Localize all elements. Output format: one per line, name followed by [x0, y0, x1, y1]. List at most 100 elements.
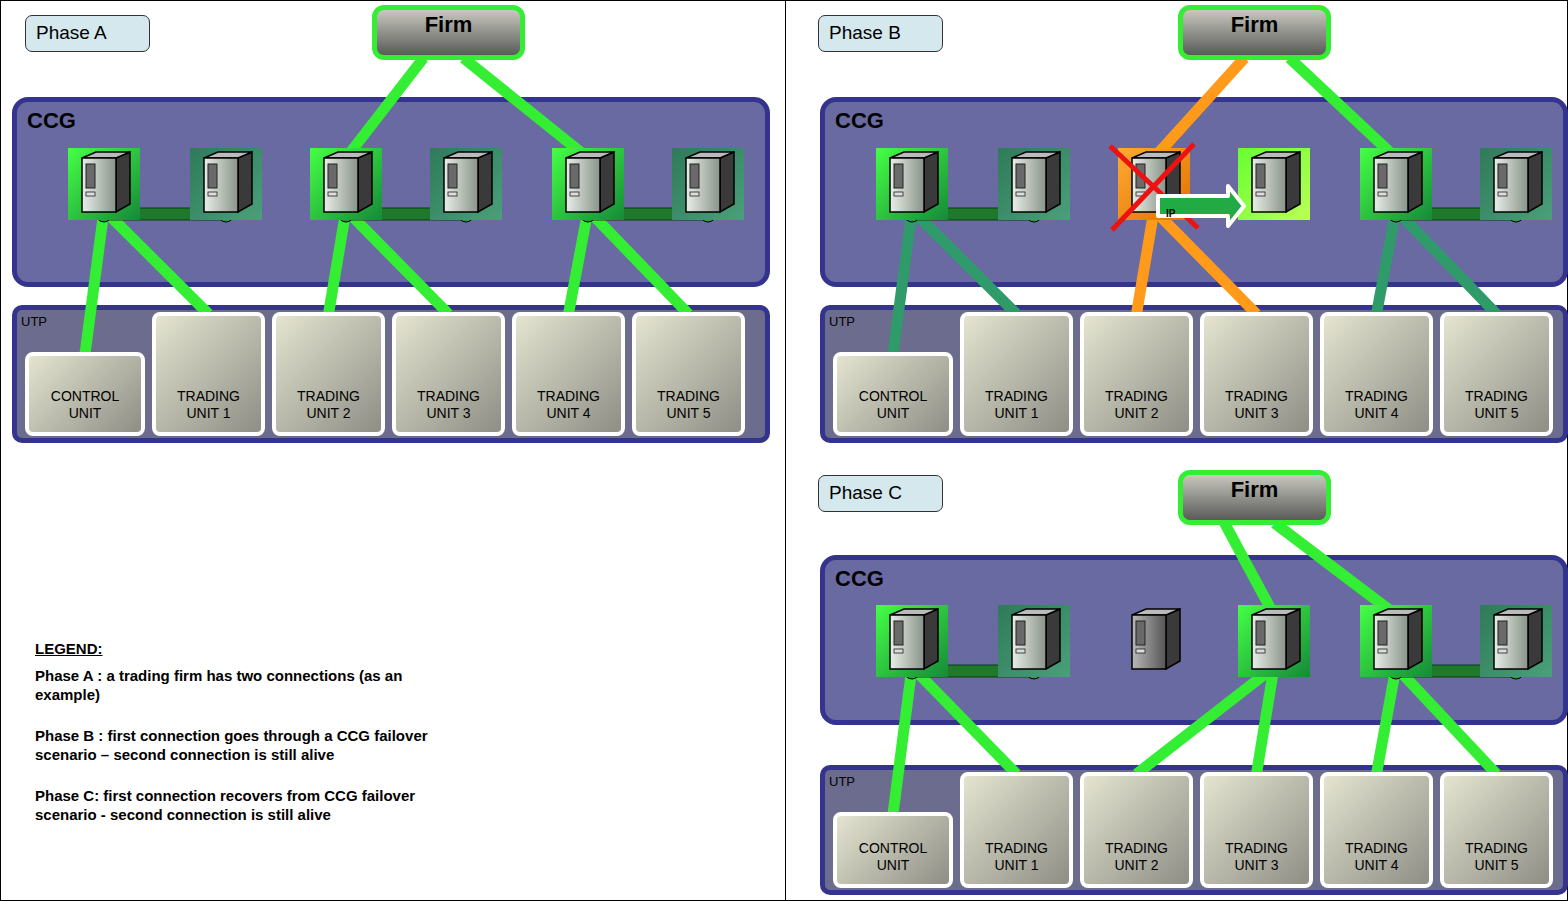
server-icon [1480, 148, 1552, 220]
server-front [1374, 158, 1408, 212]
connection-line [588, 210, 689, 314]
box-title: CCG [835, 108, 884, 133]
server-ground [430, 148, 502, 220]
server-bay [86, 192, 95, 196]
connection-line [1396, 667, 1497, 774]
server-front [82, 158, 116, 212]
unit-name: TRADING UNIT 2 [287, 388, 371, 422]
server-side [1528, 609, 1542, 669]
server-ground [1238, 605, 1310, 677]
server-bay [894, 649, 903, 653]
server-ground [1360, 148, 1432, 220]
server-front [1494, 615, 1528, 669]
connection-line [346, 58, 424, 158]
legend-text: Phase A : a trading firm has two connect… [35, 667, 455, 705]
server-bay [1378, 164, 1387, 188]
server-bay [328, 164, 337, 188]
server-bay [1256, 649, 1265, 653]
box-title: CCG [27, 108, 76, 133]
server-icon [1238, 148, 1310, 220]
server-front [1494, 158, 1528, 212]
server-top [1374, 152, 1422, 158]
box-title: Firm [425, 12, 473, 38]
server-bay [1256, 164, 1265, 188]
server-bay [1498, 649, 1507, 653]
server-ground [190, 148, 262, 220]
server-bay [1378, 192, 1387, 196]
server-ground [1480, 148, 1552, 220]
connection-line [1154, 58, 1245, 158]
unit-name: TRADING UNIT 5 [1455, 388, 1539, 422]
connection-line [329, 210, 347, 314]
trading-unit-box: TRADING UNIT 2 [272, 312, 385, 436]
server-front [890, 158, 924, 212]
server-bay [1016, 621, 1025, 645]
trading-unit-box: TRADING UNIT 1 [152, 312, 265, 436]
phase-name: Phase C [829, 482, 902, 505]
trading-unit-box: TRADING UNIT 5 [632, 312, 745, 436]
box-title: UTP [829, 774, 855, 789]
server-icon [1360, 148, 1432, 220]
ip-label: IP [1166, 208, 1175, 221]
server-ground [1238, 148, 1310, 220]
server-icon [672, 148, 744, 220]
server-bay [570, 192, 579, 196]
server-front [444, 158, 478, 212]
server-front [204, 158, 238, 212]
server-bay [1378, 649, 1387, 653]
connection-line [1137, 667, 1275, 774]
server-side [1046, 152, 1060, 212]
ip-arrow [1158, 186, 1244, 226]
server-icon [310, 148, 382, 220]
phase-divider [785, 0, 786, 901]
trading-unit-box: TRADING UNIT 4 [512, 312, 625, 436]
server-front [566, 158, 600, 212]
server-icon [1360, 605, 1432, 677]
server-front [324, 158, 358, 212]
server-top [324, 152, 372, 158]
server-top [890, 609, 938, 615]
unit-name: TRADING UNIT 4 [527, 388, 611, 422]
server-side [1408, 609, 1422, 669]
server-top [204, 152, 252, 158]
trading-unit-box: TRADING UNIT 3 [1200, 312, 1313, 436]
server-side [924, 609, 938, 669]
connection-line [1154, 210, 1257, 314]
server-icon [1480, 605, 1552, 677]
server-side [924, 152, 938, 212]
trading-unit-box: TRADING UNIT 3 [392, 312, 505, 436]
control-unit-box: CONTROL UNIT [833, 812, 953, 888]
connection-line [1275, 523, 1397, 615]
server-bay [1498, 164, 1507, 188]
firm-box: Firm [372, 5, 525, 60]
connection-line [912, 667, 1017, 774]
legend-heading: LEGEND: [35, 640, 103, 659]
server-bay [1498, 192, 1507, 196]
connection-line [464, 58, 589, 158]
server-top [82, 152, 130, 158]
server-front [1374, 615, 1408, 669]
server-bay [570, 164, 579, 188]
server-bay [894, 621, 903, 645]
trading-unit-box: TRADING UNIT 5 [1440, 772, 1553, 888]
box-title: CCG [835, 566, 884, 591]
server-bay [1256, 621, 1265, 645]
trading-unit-box: TRADING UNIT 2 [1080, 312, 1193, 436]
utp-band: UTPCONTROL UNITTRADING UNIT 1TRADING UNI… [820, 305, 1568, 443]
server-icon [1132, 609, 1180, 669]
connection-line [569, 210, 589, 314]
server-top [1132, 152, 1180, 158]
server-icon [1238, 605, 1310, 677]
server-ground [998, 605, 1070, 677]
phase-label-box: Phase C [818, 475, 943, 512]
phase-name: Phase A [36, 22, 107, 45]
server-bay [1136, 621, 1145, 645]
box-title: Firm [1231, 477, 1279, 503]
unit-name: TRADING UNIT 3 [407, 388, 491, 422]
phase-label-box: Phase B [818, 15, 943, 52]
server-bay [1498, 621, 1507, 645]
trading-unit-box: TRADING UNIT 4 [1320, 772, 1433, 888]
server-front [1012, 158, 1046, 212]
